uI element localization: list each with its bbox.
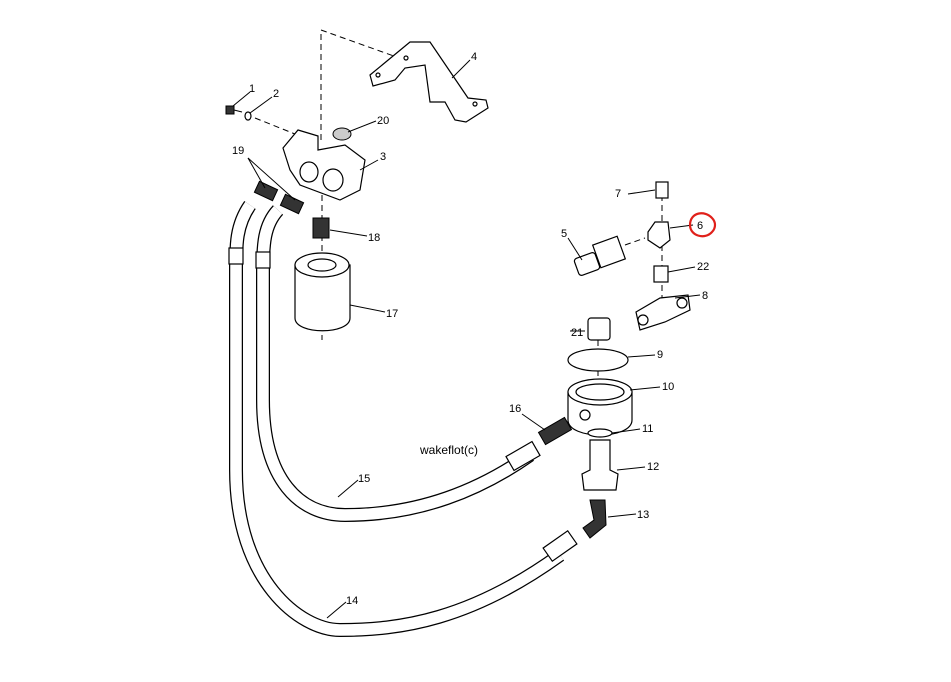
seal (587, 428, 613, 438)
nipple (587, 317, 611, 341)
callout-5: 5 (561, 228, 567, 240)
callout-3: 3 (380, 151, 386, 163)
elbow-fitting (582, 499, 607, 539)
fitting-16 (537, 416, 573, 446)
callout-6: 6 (697, 220, 703, 232)
callout-13: 13 (637, 509, 649, 521)
hose-15 (256, 205, 535, 523)
fitting-22 (653, 265, 669, 283)
hose-14 (229, 200, 565, 638)
plug-bolt (655, 181, 669, 199)
callout-22: 22 (697, 261, 709, 273)
callout-16: 16 (509, 403, 521, 415)
hose-14-sleeve (228, 247, 244, 265)
sender (573, 235, 627, 276)
hose-15-nut (505, 440, 541, 472)
callout-1: 1 (249, 83, 255, 95)
callout-19: 19 (232, 145, 244, 157)
hose-15-sleeve (255, 251, 271, 269)
callout-12: 12 (647, 461, 659, 473)
callout-9: 9 (657, 349, 663, 361)
hex-adapter (581, 439, 619, 491)
callout-4: 4 (471, 51, 477, 63)
filter-head (282, 129, 366, 201)
callout-8: 8 (702, 290, 708, 302)
adapter (312, 217, 330, 239)
bracket (369, 41, 489, 123)
washer (244, 111, 252, 121)
callout-14: 14 (346, 595, 358, 607)
callout-18: 18 (368, 232, 380, 244)
leader-lines (232, 59, 701, 619)
callout-7: 7 (615, 188, 621, 200)
o-ring (567, 348, 629, 372)
fitting (279, 193, 305, 215)
plug (332, 127, 352, 141)
callout-21: 21 (571, 327, 583, 339)
hose-14-nut (542, 530, 578, 562)
bolt (225, 105, 235, 115)
callout-10: 10 (662, 381, 674, 393)
fitting (253, 180, 279, 202)
highlight-circle (688, 212, 717, 238)
callout-17: 17 (386, 308, 398, 320)
callout-2: 2 (273, 88, 279, 100)
tee-fitting (647, 221, 671, 249)
callout-15: 15 (358, 473, 370, 485)
oil-filter (294, 252, 351, 332)
callout-11: 11 (642, 423, 653, 435)
diagram-caption: wakeflot(c) (419, 443, 478, 457)
callout-20: 20 (377, 115, 389, 127)
filter-adapter-ring (567, 378, 633, 436)
